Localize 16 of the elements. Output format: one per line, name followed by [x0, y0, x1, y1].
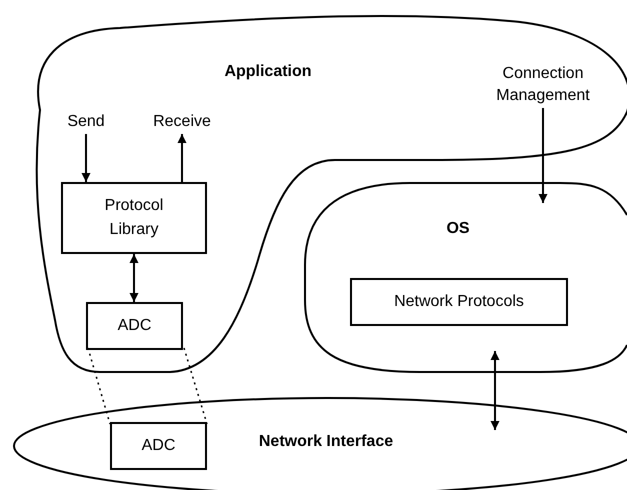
adc-box: ADC [110, 422, 207, 470]
protocol-library-box: Protocol Library [61, 182, 207, 254]
arrow [130, 254, 138, 302]
arrow [538, 108, 548, 203]
region-title: Application [223, 62, 313, 82]
network-protocols-box: Network Protocols [350, 278, 568, 326]
region-title: OS [445, 219, 471, 239]
receive-label: Receive [140, 110, 224, 134]
connection-management-label: Connection Management [478, 62, 608, 108]
arrow [82, 134, 90, 182]
region-title: Network Interface [258, 432, 394, 452]
dotted-line [87, 347, 208, 425]
arrow [178, 134, 186, 182]
adc-box: ADC [86, 302, 183, 350]
send-label: Send [58, 110, 114, 134]
arrow [490, 351, 500, 430]
